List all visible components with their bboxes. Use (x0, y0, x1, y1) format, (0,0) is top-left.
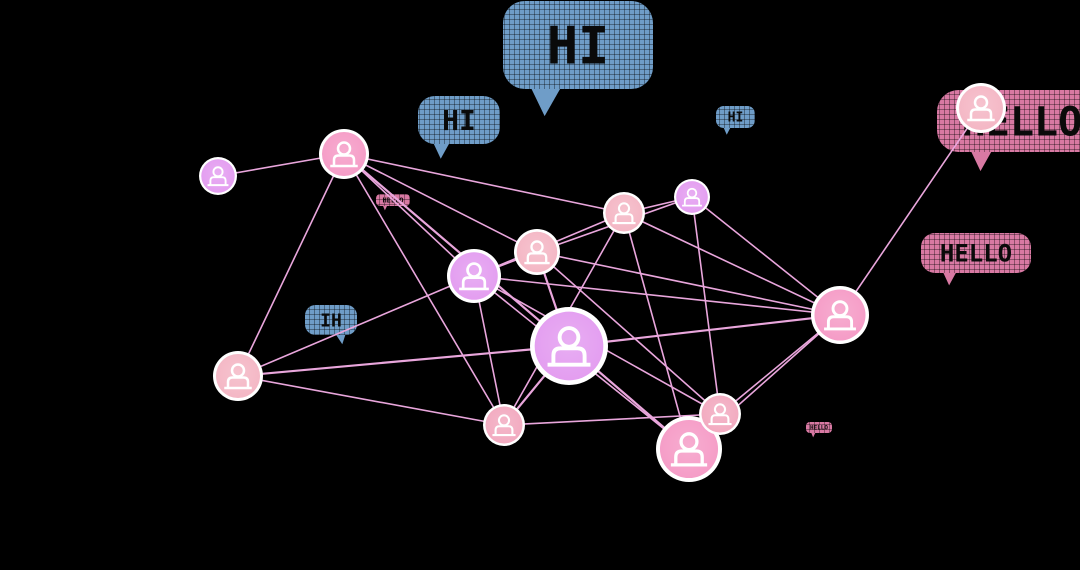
connection-line-n4-n12 (536, 251, 721, 415)
speech-bubble-hi-small: HI (716, 106, 755, 135)
user-icon (492, 414, 516, 437)
user-icon (459, 262, 489, 291)
user-icon (708, 403, 732, 426)
user-node-n8 (213, 351, 263, 401)
speech-bubble-text: HELLO (940, 240, 1012, 268)
connection-line-n2-n4 (343, 153, 538, 253)
speech-bubble-hello-medium: HELLO (921, 233, 1031, 286)
connection-line-n2-n5 (343, 153, 625, 214)
user-node-n13 (956, 83, 1006, 133)
user-node-n9 (483, 404, 525, 446)
user-node-n12 (699, 393, 741, 435)
user-node-n7 (530, 307, 608, 385)
connection-line-n6-n10 (691, 196, 841, 316)
connection-line-n4-n10 (536, 251, 841, 316)
connection-line-n8-n7 (236, 344, 571, 378)
speech-bubble-text: HI (728, 111, 744, 126)
speech-bubble-hello-tiny-right: HELLO (806, 422, 832, 438)
speech-bubble-text: HI (442, 104, 476, 137)
user-icon (824, 300, 856, 331)
connection-line-n6-n12 (691, 196, 721, 415)
connection-line-n8-n3 (237, 275, 475, 377)
connection-lines (217, 107, 982, 451)
user-node-n1 (199, 157, 237, 195)
speech-bubble-text: IH (320, 310, 342, 331)
user-node-n10 (811, 286, 869, 344)
speech-bubble-hi-large: HI (503, 1, 653, 117)
user-icon (967, 95, 995, 122)
user-icon (682, 187, 702, 207)
user-node-n5 (603, 192, 645, 234)
connection-line-n9-n12 (503, 413, 721, 426)
user-node-n3 (447, 249, 501, 303)
user-node-n2 (319, 129, 369, 179)
user-icon (207, 166, 229, 187)
speech-bubble-text: HELLO (810, 425, 828, 432)
user-node-n4 (514, 229, 560, 275)
connection-line-n2-n3 (343, 153, 475, 277)
connection-line-n2-n8 (237, 153, 345, 377)
speech-bubble-text: HI (547, 17, 610, 77)
connection-line-n5-n11 (623, 212, 690, 450)
speech-bubble-ih-mirrored: IH (305, 305, 357, 345)
connection-line-n7-n10 (567, 313, 842, 348)
connection-line-n8-n9 (237, 375, 505, 426)
user-node-layer (199, 83, 1006, 482)
connection-line-n2-n7 (342, 152, 571, 348)
user-icon (524, 240, 550, 265)
user-icon (547, 326, 591, 367)
connection-line-n10-n13 (839, 107, 982, 316)
user-node-n11 (656, 416, 722, 482)
user-icon (224, 363, 252, 390)
connection-line-n3-n10 (473, 275, 841, 316)
user-icon (670, 432, 708, 467)
connection-line-n2-n9 (343, 153, 505, 426)
speech-bubble-hi-medium: HI (418, 96, 500, 159)
user-icon (612, 202, 636, 225)
user-node-n6 (674, 179, 710, 215)
user-icon (330, 141, 358, 168)
connection-line-n5-n10 (623, 212, 841, 316)
